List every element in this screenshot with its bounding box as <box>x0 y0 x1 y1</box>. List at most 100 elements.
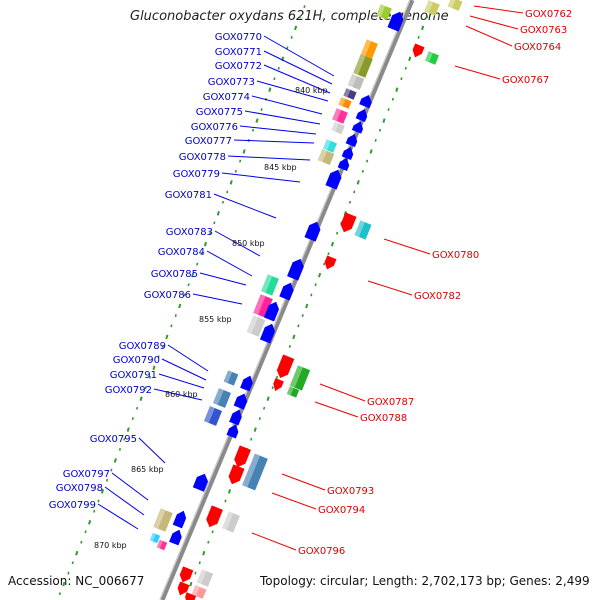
leader-line <box>251 95 323 115</box>
gene-block-body <box>376 4 392 20</box>
forward-gene <box>359 95 372 109</box>
gene-label-gox0780: GOX0780 <box>432 250 479 261</box>
tick-mark <box>310 293 313 297</box>
tick-mark <box>71 561 74 565</box>
gene-block-body <box>353 54 373 78</box>
tick-mark <box>216 211 220 216</box>
leader-line <box>383 238 431 255</box>
gene-block-body <box>149 532 161 544</box>
leader-line <box>454 65 501 80</box>
reverse-gene <box>184 592 197 600</box>
forward-gene <box>240 375 253 392</box>
gene-block-body <box>212 388 232 408</box>
gene-block-shine <box>246 315 259 334</box>
tick-mark <box>301 314 304 317</box>
gene-block-shine <box>338 97 346 107</box>
leader-line <box>104 486 145 516</box>
gene-block-shine <box>424 0 434 14</box>
forward-gene <box>341 147 354 161</box>
gene-label-gox0789: GOX0789 <box>119 341 166 352</box>
leader-line <box>271 492 317 510</box>
tick-mark <box>100 489 105 494</box>
tick-mark <box>239 159 242 163</box>
tick-mark <box>183 293 186 297</box>
tick-mark <box>374 139 377 142</box>
leader-line <box>473 5 524 14</box>
reverse-gene <box>340 212 357 233</box>
accession-label: Accession: NC_006677 <box>8 574 145 588</box>
tick-mark <box>234 169 237 173</box>
leader-line <box>97 503 139 530</box>
gene-block-body <box>338 97 352 109</box>
tick-mark <box>426 15 429 19</box>
tick-mark <box>395 87 399 92</box>
gene-block <box>153 508 173 532</box>
leader-line <box>244 110 321 125</box>
leader-line <box>281 473 326 491</box>
leader-line <box>111 472 149 501</box>
tick-mark <box>305 303 309 309</box>
leader-line <box>256 80 329 102</box>
gene-block-body <box>191 585 207 599</box>
tick-mark <box>165 334 169 340</box>
tick-mark <box>75 550 79 556</box>
tick-mark <box>297 324 300 328</box>
gene-label-gox0770: GOX0770 <box>215 32 262 43</box>
tick-mark <box>330 241 335 247</box>
gene-labels: GOX0770GOX0771GOX0772GOX0773GOX0774GOX07… <box>49 9 573 557</box>
backbone-highlight <box>159 0 411 600</box>
leader-line <box>167 344 209 372</box>
gene-block-shine <box>289 365 303 388</box>
tick-mark <box>157 355 160 359</box>
tick-mark <box>211 530 214 534</box>
tick-mark <box>191 272 195 278</box>
forward-gene <box>387 11 404 32</box>
gene-label-gox0788: GOX0788 <box>360 413 407 424</box>
tick-mark <box>290 36 293 39</box>
gene-block <box>223 370 239 386</box>
tick-mark <box>366 159 369 163</box>
gene-block-shine <box>354 220 365 237</box>
tick-mark <box>194 571 197 575</box>
reverse-gene <box>206 505 223 528</box>
gene-block-body <box>360 39 378 61</box>
gene-block-shine <box>253 294 266 315</box>
tick-mark <box>229 180 233 185</box>
forward-gene <box>192 473 209 492</box>
tick-mark <box>268 87 272 92</box>
gene-block-body <box>317 149 335 165</box>
tick-mark <box>408 56 412 62</box>
leader-line <box>161 358 207 381</box>
reverse-gene <box>276 354 295 379</box>
tick-mark <box>126 427 130 432</box>
leader-line <box>263 50 333 85</box>
gene-block-body <box>289 365 311 391</box>
gene-label-gox0799: GOX0799 <box>49 500 96 511</box>
forward-gene <box>345 134 358 148</box>
tick-mark <box>294 25 298 31</box>
gene-block <box>149 532 161 544</box>
leader-line <box>233 139 315 144</box>
tick-mark <box>148 375 152 379</box>
tick-mark <box>139 396 143 401</box>
gene-block <box>242 453 268 491</box>
tick-mark <box>369 149 373 154</box>
tick-mark <box>258 417 261 420</box>
tick-mark <box>208 231 212 235</box>
gene-label-gox0787: GOX0787 <box>367 397 414 408</box>
tick-mark <box>118 448 122 451</box>
leader-line <box>214 230 261 257</box>
gene-label-gox0779: GOX0779 <box>173 169 220 180</box>
leader-line <box>153 388 203 401</box>
tick-mark <box>105 478 109 482</box>
forward-gene <box>287 258 304 281</box>
gene-block <box>323 139 337 153</box>
reverse-gene <box>324 255 337 270</box>
genome-backbone <box>159 0 415 600</box>
gene-block-body <box>447 0 463 11</box>
gene-block-body <box>261 274 279 296</box>
forward-gene <box>325 169 342 190</box>
forward-gene <box>172 510 187 529</box>
gene-block-body <box>156 539 168 551</box>
